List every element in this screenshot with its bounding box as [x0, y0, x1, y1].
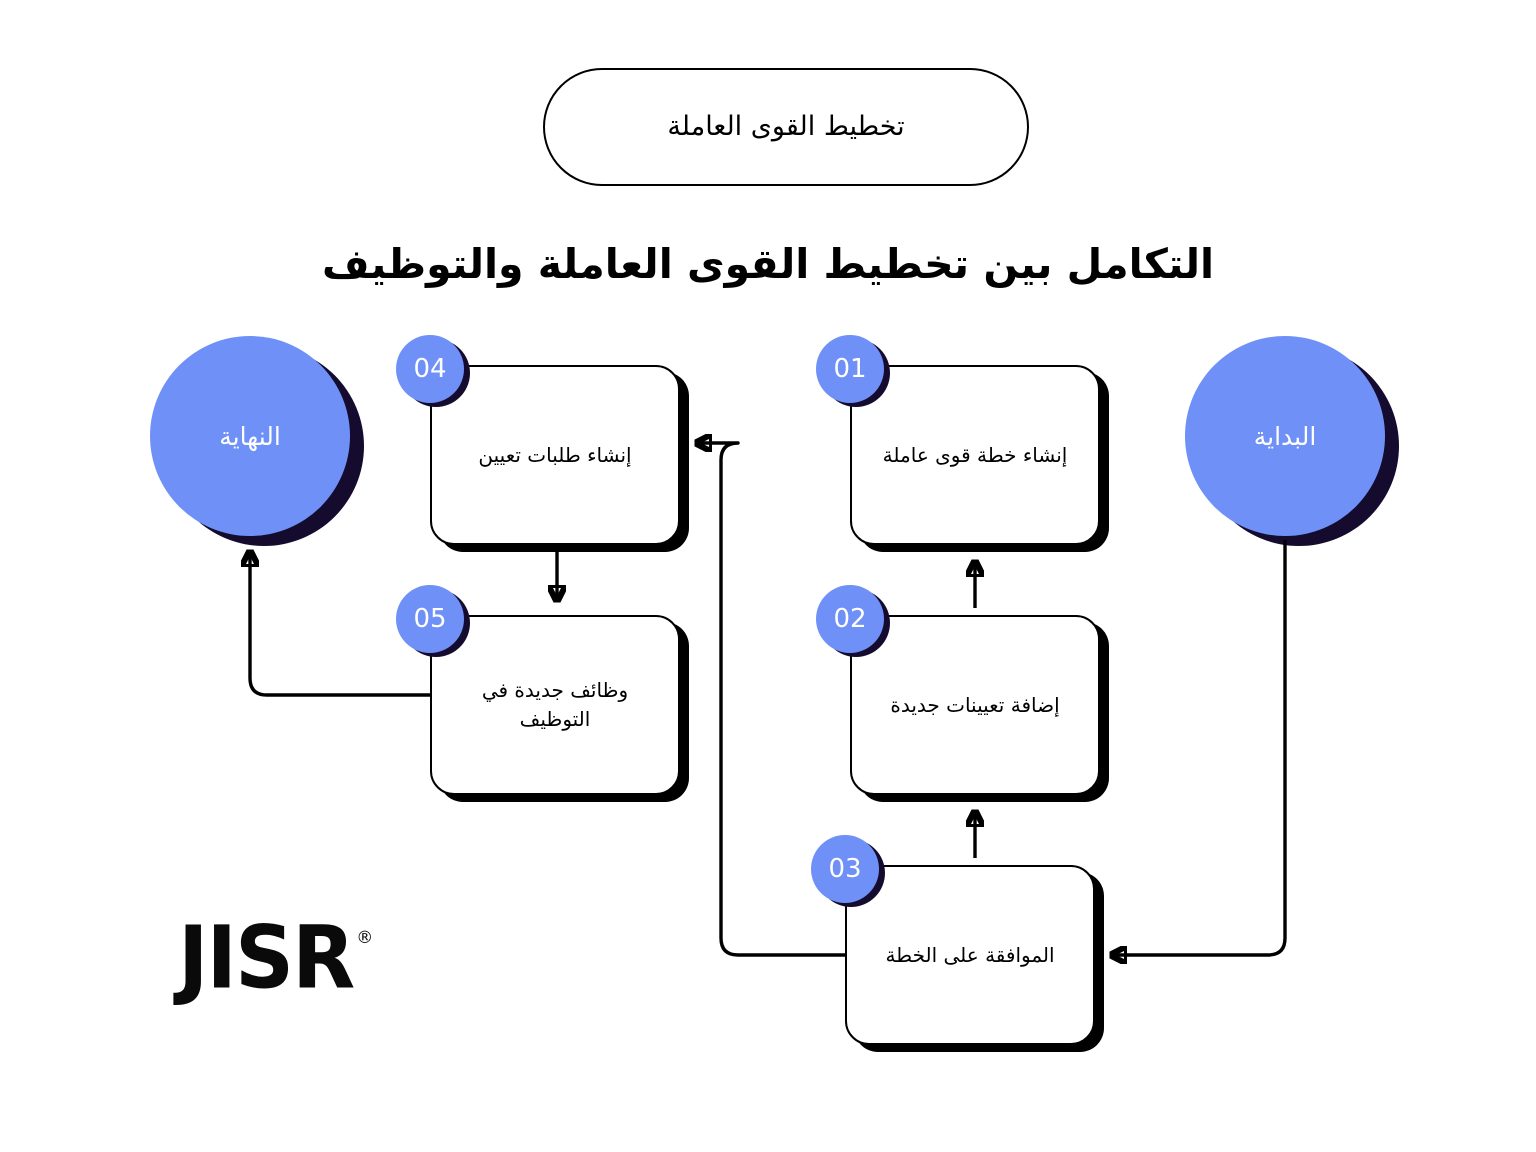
step-02-box: إضافة تعيينات جديدة	[850, 615, 1100, 795]
step-05-box: وظائف جديدة في التوظيف	[430, 615, 680, 795]
step-04-number-badge: 04	[396, 335, 464, 403]
registered-trademark-icon: ®	[356, 928, 374, 948]
terminator-start-label: البداية	[1253, 421, 1317, 451]
step-node-05[interactable]: وظائف جديدة في التوظيف 05	[396, 585, 689, 802]
terminator-end-label: النهاية	[219, 421, 281, 451]
step-03-label: الموافقة على الخطة	[885, 942, 1055, 967]
terminator-end-disc: النهاية	[150, 336, 350, 536]
brand-logo-wordmark: JISR	[178, 908, 355, 1009]
step-04-box: إنشاء طلبات تعيين	[430, 365, 680, 545]
step-05-number: 05	[413, 604, 447, 634]
step-02-label: إضافة تعيينات جديدة	[890, 692, 1060, 717]
category-pill: تخطيط القوى العاملة	[543, 68, 1029, 186]
step-04-number: 04	[413, 354, 447, 384]
step-node-01[interactable]: إنشاء خطة قوى عاملة 01	[816, 335, 1109, 552]
step-01-box: إنشاء خطة قوى عاملة	[850, 365, 1100, 545]
step-node-03[interactable]: الموافقة على الخطة 03	[811, 835, 1104, 1052]
step-04-label: إنشاء طلبات تعيين	[478, 442, 632, 467]
brand-logo: JISR ®	[178, 915, 374, 1001]
step-03-number-badge: 03	[811, 835, 879, 903]
terminator-start: البداية	[1185, 336, 1399, 546]
page-title: التكامل بين تخطيط القوى العاملة والتوظيف	[321, 240, 1215, 288]
step-03-number: 03	[828, 854, 862, 884]
step-05-label: وظائف جديدة في التوظيف	[481, 678, 629, 731]
step-02-number-badge: 02	[816, 585, 884, 653]
step-05-number-badge: 05	[396, 585, 464, 653]
step-01-number-badge: 01	[816, 335, 884, 403]
step-01-number: 01	[833, 354, 867, 384]
step-03-box: الموافقة على الخطة	[845, 865, 1095, 1045]
step-02-number: 02	[833, 604, 867, 634]
terminator-start-disc: البداية	[1185, 336, 1385, 536]
connector-start-to-03	[1112, 540, 1287, 955]
step-01-label: إنشاء خطة قوى عاملة	[882, 442, 1068, 467]
terminator-end: النهاية	[150, 336, 364, 546]
step-node-02[interactable]: إضافة تعيينات جديدة 02	[816, 585, 1109, 802]
category-pill-label: تخطيط القوى العاملة	[667, 110, 905, 142]
step-node-04[interactable]: إنشاء طلبات تعيين 04	[396, 335, 689, 552]
